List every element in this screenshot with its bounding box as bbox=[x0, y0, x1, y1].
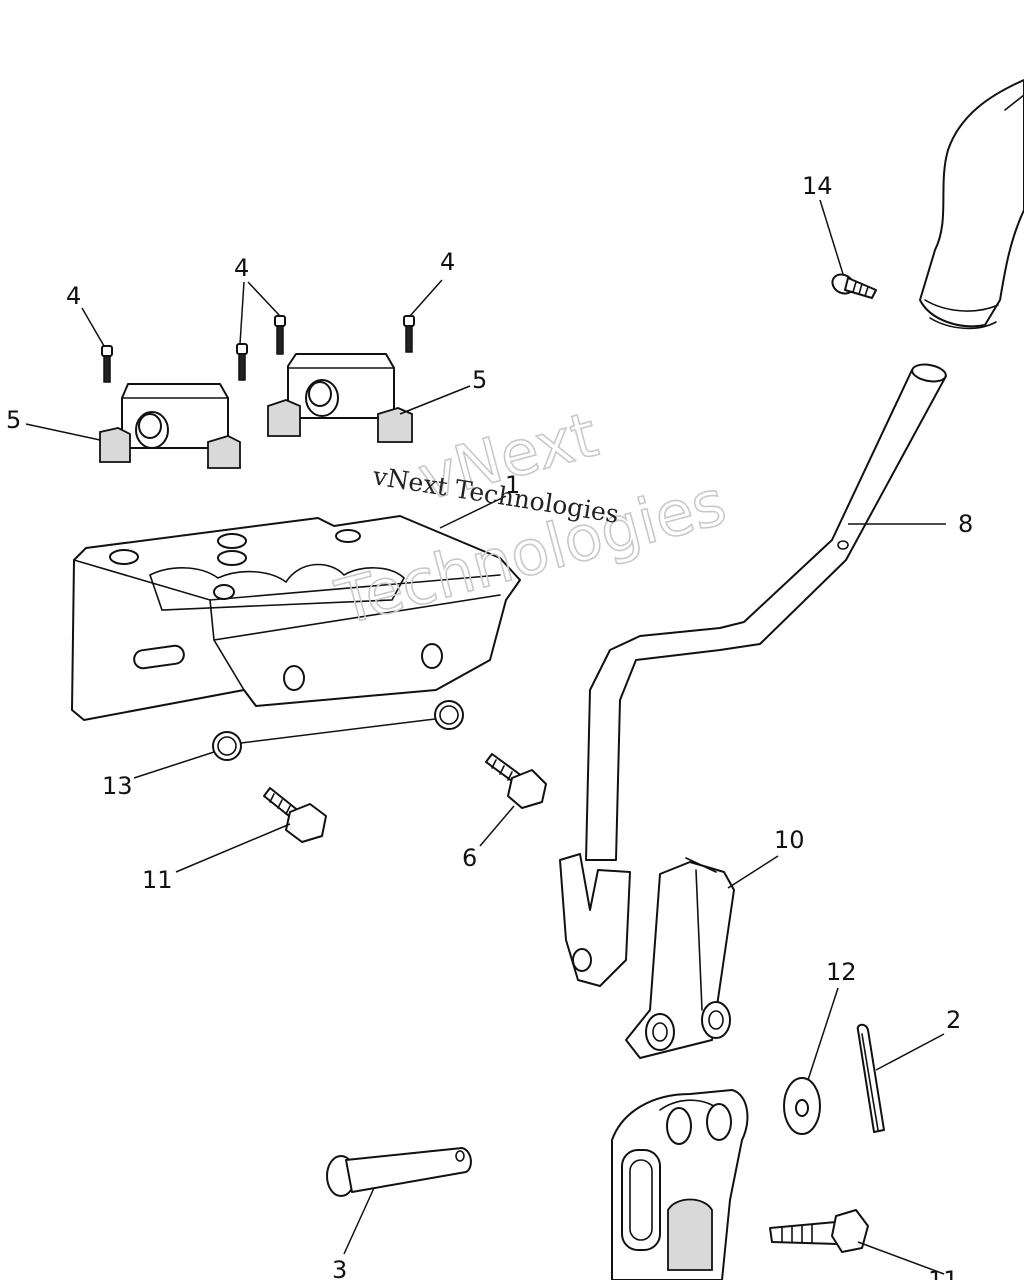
washer-part-12 bbox=[783, 1077, 821, 1135]
mounting-bracket-part-1 bbox=[71, 515, 521, 721]
callout-4-b: 4 bbox=[234, 254, 249, 282]
callout-5-a: 5 bbox=[6, 406, 21, 434]
clevis-pin-part-3 bbox=[326, 1147, 472, 1197]
screw-part-4-c bbox=[274, 315, 286, 355]
callout-13: 13 bbox=[102, 772, 133, 800]
callout-10: 10 bbox=[774, 826, 805, 854]
cotter-pin-part-2 bbox=[856, 1023, 885, 1133]
callout-6: 6 bbox=[462, 844, 477, 872]
callout-12: 12 bbox=[826, 958, 857, 986]
bolt-part-6 bbox=[485, 753, 547, 809]
callout-5-b: 5 bbox=[472, 366, 487, 394]
bolt-part-11-bottom bbox=[769, 1209, 869, 1253]
callout-1: 1 bbox=[505, 471, 520, 499]
screw-part-4-b bbox=[236, 343, 248, 381]
callout-11-b: 11 bbox=[928, 1266, 959, 1280]
shift-lever-part-8 bbox=[559, 363, 947, 987]
screw-part-4-d bbox=[403, 315, 415, 353]
shift-yoke bbox=[611, 1089, 749, 1280]
callout-8: 8 bbox=[958, 510, 973, 538]
callout-4-a: 4 bbox=[66, 282, 81, 310]
callout-2: 2 bbox=[946, 1006, 961, 1034]
callout-numbers: 1 2 3 4 4 4 5 5 6 8 10 11 11 12 13 14 bbox=[6, 172, 973, 1280]
pivot-block-left bbox=[99, 383, 241, 469]
leader-lines bbox=[25, 199, 946, 1275]
callout-4-c: 4 bbox=[440, 248, 455, 276]
o-rings-part-13 bbox=[212, 700, 464, 761]
handle-knob bbox=[919, 79, 1024, 330]
callout-3: 3 bbox=[332, 1256, 347, 1280]
pivot-block-right bbox=[267, 353, 413, 443]
bolt-part-11-left bbox=[263, 787, 327, 843]
screw-part-14 bbox=[831, 273, 877, 299]
screw-part-4-a bbox=[101, 345, 113, 383]
detent-spring-part-10 bbox=[625, 857, 735, 1059]
callout-14: 14 bbox=[802, 172, 833, 200]
callout-11-a: 11 bbox=[142, 866, 173, 894]
